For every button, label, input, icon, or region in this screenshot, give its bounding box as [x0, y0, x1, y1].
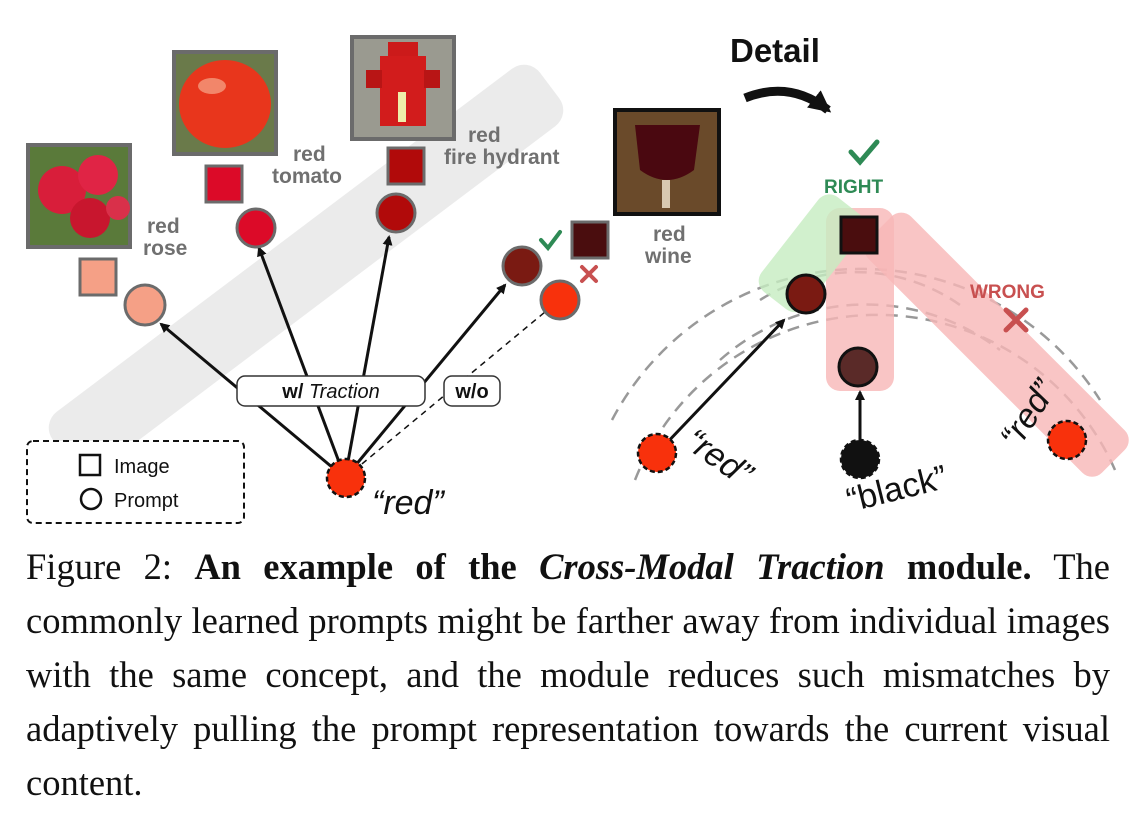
- highlight-band: [48, 64, 564, 474]
- legend-prompt-label: Prompt: [114, 490, 179, 512]
- arrow-to-hydrant: [343, 235, 393, 479]
- tomato-image-square: [204, 164, 244, 204]
- arrow-to-tomato: [257, 246, 347, 479]
- wine-image-square: [570, 220, 610, 260]
- with-traction-pill: w/ Traction: [236, 375, 426, 407]
- detail-panel: RIGHT WRONG “red” “black” “red”: [610, 139, 1129, 520]
- wrong-label: WRONG: [970, 282, 1045, 303]
- detail-wine-square: [839, 215, 879, 255]
- legend-prompt-swatch: [79, 487, 103, 511]
- detail-red-prompt-right: [1046, 419, 1088, 461]
- tomato-prompt: [235, 207, 277, 249]
- wine-prompt-with-traction: [501, 245, 543, 287]
- rose-prompt: [123, 283, 167, 327]
- legend: Image Prompt: [26, 440, 245, 524]
- detail-arrow: [743, 86, 832, 114]
- detail-arrow-red: [659, 318, 786, 451]
- rose-image: [26, 143, 132, 249]
- detail-black-prompt-pulled: [837, 346, 879, 388]
- svg-text:w/o: w/o: [454, 381, 488, 403]
- caption-bold-b: module.: [884, 546, 1032, 587]
- legend-image-swatch: [78, 453, 102, 477]
- caption-bold-italic: Cross-Modal Traction: [539, 546, 885, 587]
- hydrant-prompt: [375, 192, 417, 234]
- fire-hydrant-image: [350, 35, 456, 141]
- wine-prompt-without-traction: [539, 279, 581, 321]
- cross-icon: [580, 265, 598, 283]
- red-wrong-band: [864, 212, 1129, 477]
- origin-prompt-label: “red”: [372, 484, 445, 522]
- legend-image-label: Image: [114, 456, 170, 478]
- hydrant-image-square: [386, 146, 426, 186]
- right-green-band: [758, 194, 866, 313]
- origin-prompt: [325, 457, 367, 499]
- detail-red-prompt-pulled: [785, 273, 827, 315]
- right-check-icon: [848, 139, 880, 166]
- tomato-image: [172, 50, 278, 156]
- check-icon: [539, 230, 562, 252]
- right-label: RIGHT: [824, 177, 884, 198]
- caption-bold-a: An example of the: [194, 546, 540, 587]
- detail-red-prompt-left: [636, 432, 678, 474]
- detail-black-prompt: [839, 438, 881, 480]
- red-wine-image: [613, 108, 721, 216]
- arc-label-left: “red”: [678, 421, 760, 494]
- without-traction-pill: w/o: [443, 375, 501, 407]
- svg-text:w/ Traction: w/ Traction: [281, 381, 379, 403]
- caption-prefix: Figure 2:: [26, 546, 195, 587]
- caption-text: The commonly learned prompts might be fa…: [26, 546, 1110, 803]
- figure-caption: Figure 2: An example of the Cross-Modal …: [26, 540, 1110, 810]
- detail-title: Detail: [730, 32, 820, 69]
- rose-image-square: [78, 257, 118, 297]
- wrong-cross-icon: [1003, 307, 1029, 333]
